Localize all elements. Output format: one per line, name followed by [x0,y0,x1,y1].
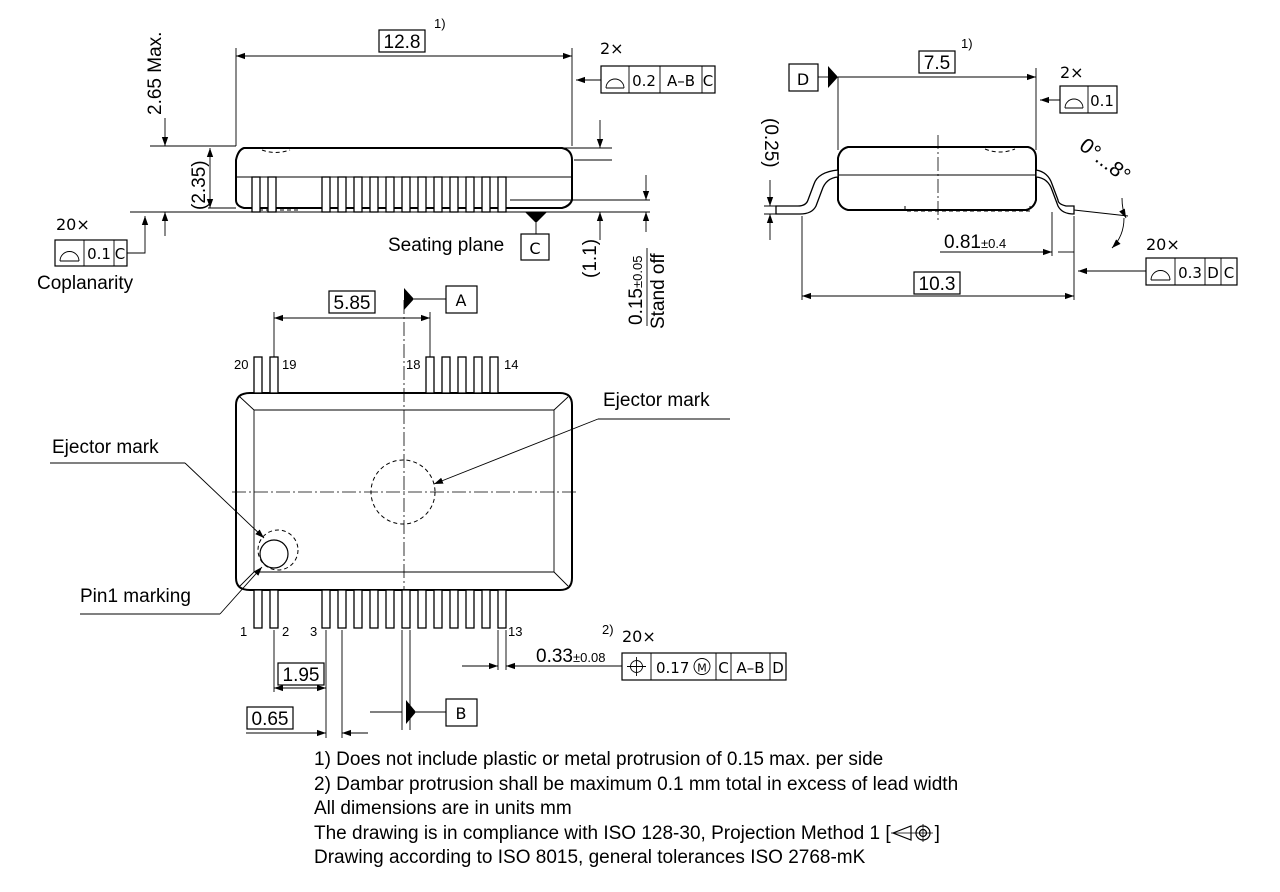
gull-wing-right [1035,169,1075,215]
position-count: 20× [622,627,656,646]
pin1-marking-label: Pin1 marking [80,586,191,607]
note-5: Drawing according to ISO 8015, general t… [314,847,866,868]
gull-wing-left [775,169,839,215]
dim-body-height: (2.35) [189,160,210,210]
note-4-end: ] [934,822,940,844]
notes: 1) Does not include plastic or metal pro… [314,748,958,871]
standoff-label: Stand off [648,253,669,329]
note-2: 2) Dambar protrusion shall be maximum 0.… [314,773,959,795]
ejector-mark-circle-small [257,529,299,571]
top-body [235,392,573,591]
dim-angle: 0°...8° [1075,134,1135,188]
dim-pitch-1: 1.95 [283,665,320,686]
note-4: The drawing is in compliance with ISO 12… [314,822,958,847]
ejector-hidden [261,149,291,153]
pin-label-3: 3 [310,624,317,639]
end-body [837,146,1037,211]
position-ref-1: C [718,659,728,677]
ejector-mark-circle [370,459,436,525]
pin-label-13: 13 [508,624,522,639]
note-1: 1) Does not include plastic or metal pro… [314,749,884,770]
pin-label-18: 18 [406,357,420,372]
flatness-ref-2: C [703,72,713,90]
dim-standoff: 0.15±0.05 [626,256,647,325]
end-profile-count: 20× [1146,235,1180,254]
datum-b: B [456,704,467,723]
datum-c: C [529,239,540,258]
coplanarity-count: 20× [56,215,90,234]
dim-length-note: 1) [434,16,446,31]
pin-label-20: 20 [234,357,248,372]
pin-label-2: 2 [282,624,289,639]
pin-label-14: 14 [504,357,518,372]
top-view: 20 19 18 14 1 2 3 13 A 5.85 Ejector mark… [50,285,787,738]
position-value: 0.17 [656,659,689,677]
dim-max-height: 2.65 Max. [145,32,166,115]
dim-lead-height: (1.1) [580,239,601,278]
ejector-mark-label-left: Ejector mark [52,437,159,458]
end-profile-value: 0.3 [1178,264,1202,282]
pin1-marking-circle [259,539,289,569]
flatness-count: 2× [600,39,624,58]
end-view: D 7.5 1) 2× 0.1 (0.25) 0°...8° 0.81±0.4 [760,36,1238,300]
end-profile-ref-1: D [1207,264,1219,282]
dim-thickness: (0.25) [760,118,781,168]
end-flatness-count: 2× [1060,63,1084,82]
dim-length: 12.8 [384,32,421,53]
dim-overall-width: 10.3 [919,274,956,295]
coplanarity-ref: C [115,245,125,263]
pin-label-1: 1 [240,624,247,639]
coplanarity-label: Coplanarity [37,273,134,294]
position-ref-2: A–B [736,659,764,677]
flatness-value: 0.2 [632,72,656,90]
end-flatness-value: 0.1 [1090,92,1114,110]
end-profile-ref-2: C [1224,264,1234,282]
dim-width-note: 1) [961,36,973,51]
datum-d: D [797,70,809,89]
top-leads [253,356,499,394]
note-4-text: The drawing is in compliance with ISO 12… [314,822,891,844]
position-icon [627,657,646,676]
position-modifier: M [697,662,707,675]
ejector-mark-label-right: Ejector mark [603,390,710,411]
profile-surface-icon [59,251,80,262]
datum-a: A [456,291,467,310]
position-ref-3: D [772,659,784,677]
profile-surface-icon [1064,98,1084,109]
bottom-leads [253,589,507,629]
dim-foot-length: 0.81±0.4 [944,232,1006,253]
dim-offset: 5.85 [334,293,371,314]
coplanarity-value: 0.1 [87,245,111,263]
lead-width-note: 2) [602,622,614,637]
profile-surface-icon [1150,270,1171,281]
dim-width: 7.5 [924,53,950,74]
profile-surface-icon [605,78,625,89]
side-view: 12.8 1) 2.65 Max. (2.35) 2× 0.2 A–B C 20… [37,16,716,329]
projection-method-icon [890,824,933,843]
dim-pitch-2: 0.65 [252,709,289,730]
seating-plane-label: Seating plane [388,235,504,256]
pin-label-19: 19 [282,357,296,372]
mmc-icon [693,658,711,675]
dim-lead-width: 0.33±0.08 [536,646,605,667]
note-3: All dimensions are in units mm [314,798,572,819]
datum-triangle [525,212,547,223]
flatness-ref-1: A–B [667,72,695,90]
